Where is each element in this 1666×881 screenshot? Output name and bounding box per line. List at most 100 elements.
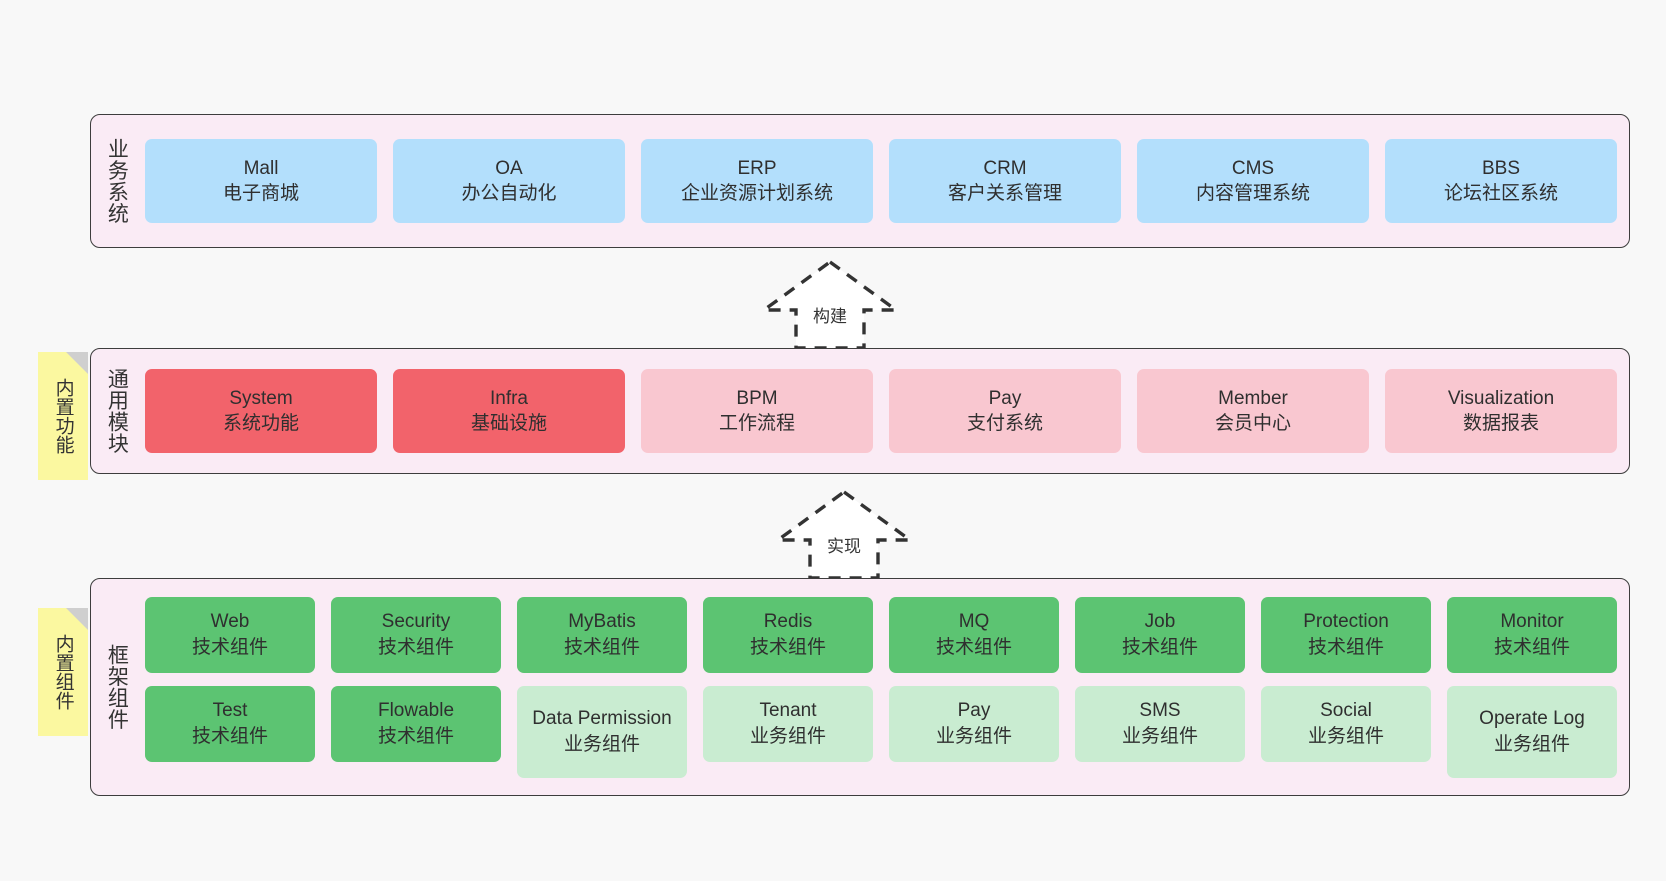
business-system-card-title: BBS: [1481, 157, 1521, 179]
framework-component-card-subtitle: 业务组件: [1121, 725, 1198, 747]
business-system-card-subtitle: 论坛社区系统: [1443, 183, 1558, 204]
business-system-card-title: CRM: [983, 157, 1027, 179]
arrow-build-label: 构建: [813, 307, 847, 326]
framework-component-card-title: Protection: [1303, 611, 1389, 633]
tag-fold-corner-icon: [66, 352, 88, 374]
business-system-card-title: Mall: [243, 157, 279, 179]
layer-framework-components-title: 框架组件: [105, 644, 129, 730]
framework-component-card-title: Operate Log: [1479, 708, 1585, 730]
framework-component-card-subtitle: 业务组件: [935, 725, 1012, 747]
common-module-card[interactable]: BPM 工作流程: [641, 369, 873, 453]
framework-component-card-subtitle: 技术组件: [191, 725, 268, 747]
common-module-card-title: BPM: [736, 387, 778, 409]
framework-component-card-title: Flowable: [377, 700, 455, 722]
common-module-card-subtitle: 数据报表: [1462, 413, 1539, 434]
common-module-card-title: Member: [1218, 387, 1288, 409]
business-system-card-subtitle: 电子商城: [222, 183, 299, 204]
framework-component-card-subtitle: 业务组件: [563, 733, 640, 755]
framework-component-card-title: MQ: [958, 611, 990, 633]
tag-builtin-features: 内置功能: [38, 352, 88, 480]
framework-component-card-subtitle: 技术组件: [1493, 636, 1570, 658]
framework-component-card-subtitle: 技术组件: [749, 636, 826, 658]
framework-component-card-subtitle: 业务组件: [1493, 733, 1570, 755]
common-module-card-subtitle: 基础设施: [470, 413, 547, 434]
common-module-card-title: Pay: [988, 387, 1022, 409]
framework-component-card-title: Social: [1320, 700, 1372, 722]
framework-component-card-title: Web: [210, 611, 250, 633]
layer-common-modules-title: 通用模块: [105, 368, 129, 454]
common-module-card[interactable]: Visualization 数据报表: [1385, 369, 1617, 453]
common-module-card-subtitle: 会员中心: [1214, 413, 1291, 434]
business-system-card-title: ERP: [737, 157, 777, 179]
framework-component-card-subtitle: 技术组件: [1307, 636, 1384, 658]
common-module-card[interactable]: Pay 支付系统: [889, 369, 1121, 453]
framework-component-card-subtitle: 业务组件: [1307, 725, 1384, 747]
common-module-card[interactable]: Infra 基础设施: [393, 369, 625, 453]
common-module-card-subtitle: 支付系统: [966, 413, 1043, 434]
framework-component-card[interactable]: Monitor 技术组件: [1447, 596, 1617, 673]
common-module-card[interactable]: Member 会员中心: [1137, 369, 1369, 453]
arrow-implement-shape: [772, 489, 916, 580]
business-system-card-subtitle: 客户关系管理: [947, 183, 1062, 204]
framework-component-card[interactable]: Test 技术组件: [145, 685, 315, 762]
tag-builtin-features-label: 内置功能: [52, 378, 74, 454]
business-system-card-subtitle: 企业资源计划系统: [680, 183, 833, 204]
framework-component-card[interactable]: MyBatis 技术组件: [517, 596, 687, 673]
framework-component-card-title: Job: [1144, 611, 1176, 633]
business-system-card[interactable]: CRM 客户关系管理: [889, 139, 1121, 223]
framework-component-card-title: Pay: [957, 700, 991, 722]
common-module-card-subtitle: 系统功能: [222, 413, 299, 434]
framework-component-card-title: Tenant: [759, 700, 817, 722]
business-system-card-subtitle: 办公自动化: [461, 183, 557, 204]
framework-component-card[interactable]: Data Permission 业务组件: [517, 685, 687, 778]
business-system-card[interactable]: Mall 电子商城: [145, 139, 377, 223]
framework-component-card-title: MyBatis: [568, 611, 636, 633]
framework-component-card[interactable]: Protection 技术组件: [1261, 596, 1431, 673]
framework-component-card[interactable]: Operate Log 业务组件: [1447, 685, 1617, 778]
arrow-implement-label: 实现: [827, 537, 861, 556]
common-module-card-title: Infra: [489, 387, 529, 409]
framework-component-card[interactable]: Flowable 技术组件: [331, 685, 501, 762]
framework-component-card[interactable]: Pay 业务组件: [889, 685, 1059, 762]
common-module-card-title: Visualization: [1447, 387, 1555, 409]
arrow-build: 构建: [758, 258, 902, 350]
framework-component-card[interactable]: Social 业务组件: [1261, 685, 1431, 762]
business-system-card-subtitle: 内容管理系统: [1195, 183, 1310, 204]
arrow-implement: 实现: [772, 488, 916, 580]
framework-component-card-subtitle: 技术组件: [1121, 636, 1198, 658]
framework-component-card-title: Data Permission: [532, 708, 672, 730]
framework-component-card[interactable]: Job 技术组件: [1075, 596, 1245, 673]
framework-component-card-subtitle: 技术组件: [563, 636, 640, 658]
tag-fold-corner-icon: [66, 608, 88, 630]
framework-component-card-title: Monitor: [1500, 611, 1564, 633]
tag-builtin-components-label: 内置组件: [52, 634, 74, 710]
tag-builtin-components: 内置组件: [38, 608, 88, 736]
framework-component-card-subtitle: 技术组件: [377, 725, 454, 747]
framework-component-card-title: Test: [212, 700, 248, 722]
framework-component-card[interactable]: Tenant 业务组件: [703, 685, 873, 762]
common-module-card-subtitle: 工作流程: [718, 413, 795, 434]
framework-component-card-title: Security: [381, 611, 451, 633]
business-system-card[interactable]: ERP 企业资源计划系统: [641, 139, 873, 223]
framework-component-card-subtitle: 业务组件: [749, 725, 826, 747]
business-system-card[interactable]: BBS 论坛社区系统: [1385, 139, 1617, 223]
